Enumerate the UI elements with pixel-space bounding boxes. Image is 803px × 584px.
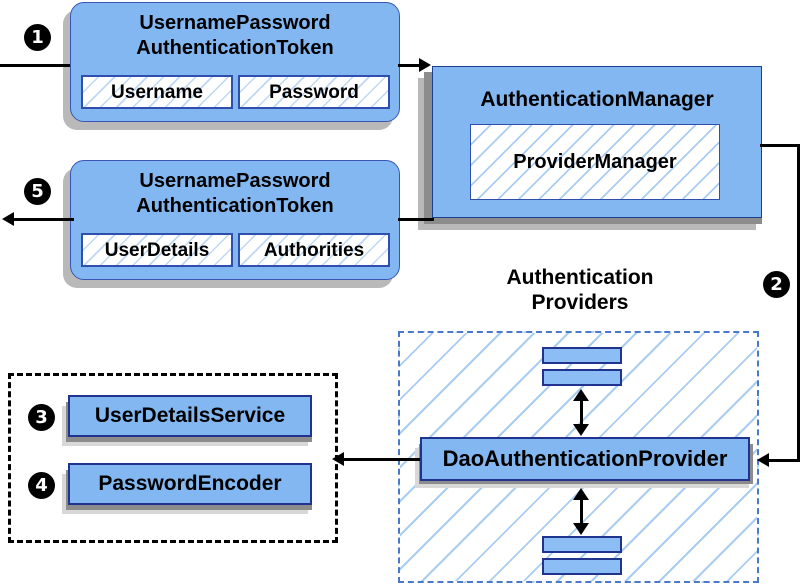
manager-to-provider-line-v — [797, 144, 800, 462]
response-outgoing-arrowhead — [2, 212, 14, 226]
provider-link-bottom-arrowhead-down — [573, 523, 589, 535]
manager-to-provider-line-h-top — [760, 144, 800, 147]
response-token-title-line1: UsernamePassword — [139, 170, 331, 192]
other-provider-bar-bottom-2[interactable] — [542, 558, 622, 575]
step-badge-2: 2 — [763, 271, 790, 298]
other-provider-bar-top-1[interactable] — [542, 347, 622, 364]
step-badge-1: 1 — [24, 24, 51, 51]
step-badge-3: 3 — [28, 404, 55, 431]
provider-to-dependencies-line — [344, 458, 420, 461]
user-details-service-box[interactable]: UserDetailsService — [68, 395, 312, 437]
provider-link-top-arrowhead-down — [573, 424, 589, 436]
request-to-manager-arrowhead — [419, 58, 431, 72]
provider-manager-panel: ProviderManager — [470, 124, 720, 200]
manager-to-provider-line-h-bottom — [767, 459, 799, 462]
provider-link-bottom-line — [580, 491, 583, 529]
authentication-manager-card[interactable]: AuthenticationManager ProviderManager — [432, 66, 762, 218]
password-encoder-box[interactable]: PasswordEncoder — [68, 463, 312, 505]
step-badge-5: 5 — [24, 178, 51, 205]
request-token-field-password: Password — [238, 75, 390, 109]
step-badge-4: 4 — [28, 472, 55, 499]
authentication-providers-label-line2: Providers — [531, 291, 629, 314]
dao-authentication-provider-box[interactable]: DaoAuthenticationProvider — [420, 437, 750, 481]
provider-link-bottom-arrowhead-up — [573, 488, 589, 500]
request-to-manager-line — [398, 64, 426, 67]
response-token-card[interactable]: UsernamePassword AuthenticationToken Use… — [70, 160, 400, 280]
other-provider-bar-bottom-1[interactable] — [542, 536, 622, 553]
response-outgoing-line — [14, 218, 74, 221]
response-token-field-userdetails: UserDetails — [81, 233, 233, 267]
response-token-field-authorities: Authorities — [238, 233, 390, 267]
provider-link-top-line — [580, 392, 583, 430]
request-token-title-line2: AuthenticationToken — [136, 37, 334, 59]
authentication-manager-title: AuthenticationManager — [480, 88, 714, 111]
manager-to-response-line — [398, 218, 434, 221]
request-token-card[interactable]: UsernamePassword AuthenticationToken Use… — [70, 2, 400, 122]
authentication-providers-label-line1: Authentication — [506, 266, 654, 289]
response-token-title-line2: AuthenticationToken — [136, 195, 334, 217]
other-provider-bar-top-2[interactable] — [542, 369, 622, 386]
request-token-title-line1: UsernamePassword — [139, 12, 331, 34]
request-token-field-username: Username — [81, 75, 233, 109]
provider-link-top-arrowhead-up — [573, 389, 589, 401]
provider-to-dependencies-arrowhead — [332, 452, 344, 466]
incoming-request-line — [0, 64, 70, 67]
manager-to-provider-arrowhead — [757, 453, 769, 467]
